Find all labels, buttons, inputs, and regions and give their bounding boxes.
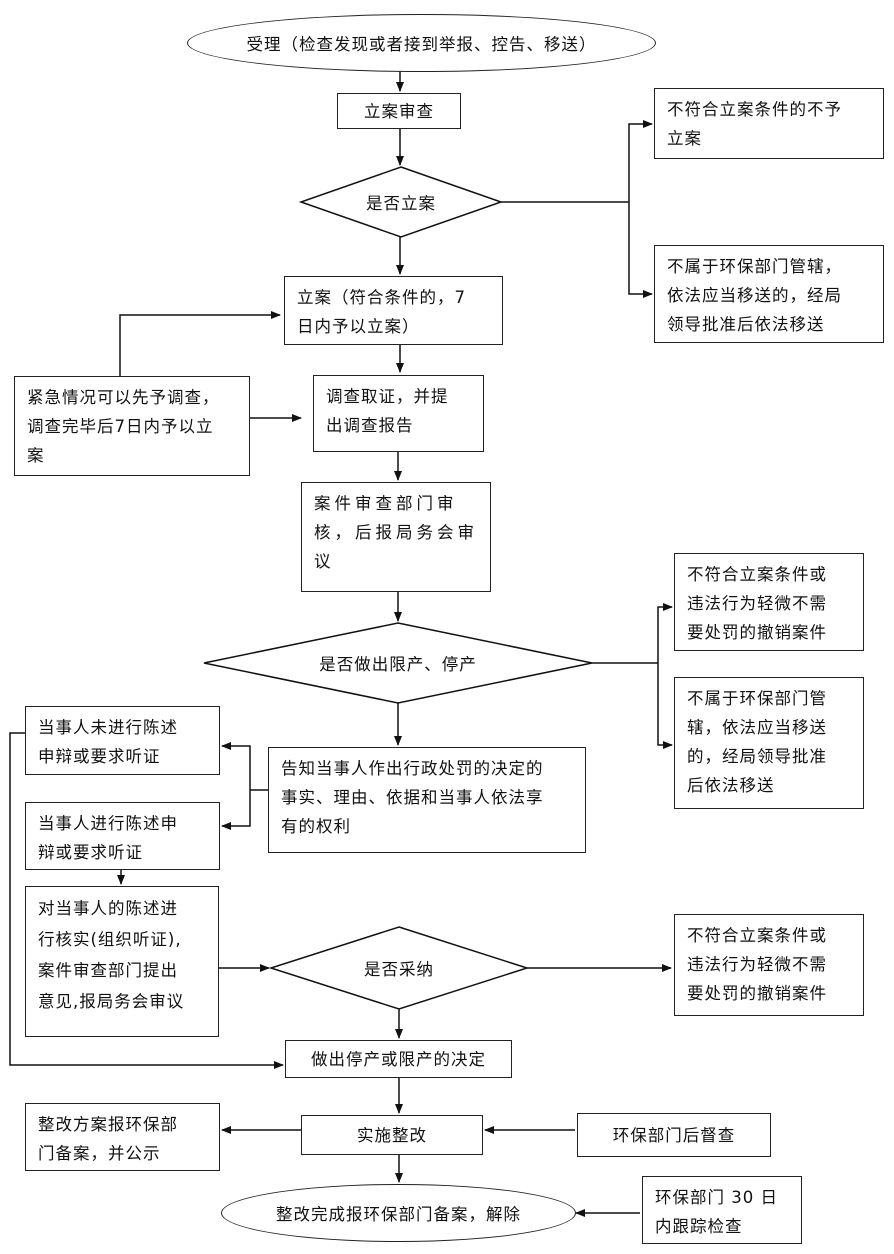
notify-box: 告知当事人作出行政处罚的决定的 事实、理由、依据和当事人依法享 有的权利 [268,747,586,853]
statement-box: 当事人进行陈述申 辩或要求听证 [25,802,220,870]
no-statement-box: 当事人未进行陈述 申辩或要求听证 [25,706,220,775]
accept-label: 受理（检查发现或者接到举报、控告、移送） [246,35,597,54]
start-accept-node: 受理（检查发现或者接到举报、控告、移送） [187,14,656,72]
not-jurisdiction-box-2: 不属于环保部门管 辖，依法应当移送 的，经局领导批准 后依法移送 [674,677,864,809]
track-check-box: 环保部门 30 日 内跟踪检查 [642,1176,802,1244]
no-filing-box: 不符合立案条件的不予 立案 [654,88,884,159]
make-decision-box: 做出停产或限产的决定 [285,1040,512,1078]
revoke-box-1: 不符合立案条件或 违法行为轻微不需 要处罚的撤销案件 [674,553,864,651]
supervise-box: 环保部门后督查 [577,1113,771,1157]
case-review-box: 案件审查部门审 核，后报局务会审 议 [301,482,491,592]
investigate-box: 调查取证，并提 出调查报告 [313,375,484,452]
not-jurisdiction-box-1: 不属于环保部门管辖， 依法应当移送的，经局 领导批准后依法移送 [654,245,884,343]
emergency-box: 紧急情况可以先予调查， 调查完毕后7日内予以立 案 [14,376,250,476]
filing-review-box: 立案审查 [337,93,461,129]
decide-filing-label: 是否立案 [366,194,436,213]
end-complete-node: 整改完成报环保部门备案，解除 [221,1184,576,1242]
decide-limit-label: 是否做出限产、停产 [319,655,477,674]
revoke-box-2: 不符合立案条件或 违法行为轻微不需 要处罚的撤销案件 [674,914,864,1016]
filing-box: 立案（符合条件的，7 日内予以立案） [284,276,503,345]
rectify-plan-box: 整改方案报环保部 门备案，并公示 [25,1103,220,1171]
rectify-box: 实施整改 [301,1115,483,1155]
complete-label: 整改完成报环保部门备案，解除 [276,1205,521,1224]
decision-diamond-filing [298,166,504,238]
verify-box: 对当事人的陈述进 行核实(组织听证), 案件审查部门提出 意见,报局务会审议 [25,886,219,1037]
decide-adopt-label: 是否采纳 [364,960,434,979]
